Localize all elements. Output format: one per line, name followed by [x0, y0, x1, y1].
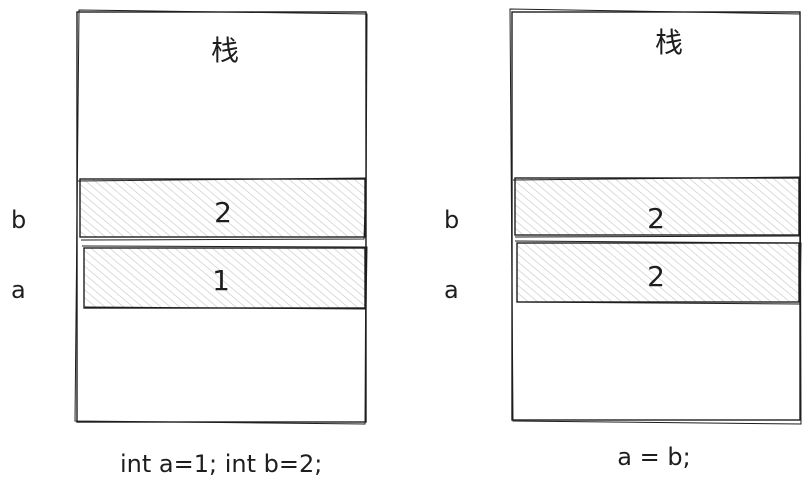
stack-after-frame-sketch: [509, 8, 802, 425]
stack-after: 栈 2 b 2 a a = b;: [444, 8, 802, 471]
slot-b-value: 2: [214, 196, 232, 229]
slot-a-name: a: [11, 276, 26, 304]
slot-a-cell: [83, 247, 366, 309]
stack-after-slot-b: 2: [512, 176, 801, 238]
slot-b-cell-sketch: [77, 177, 367, 241]
slot-a-cell-sketch: [81, 245, 368, 310]
slot-a-cell: [516, 242, 800, 303]
slot-b-value: 2: [647, 202, 665, 235]
slot-b-cell: [514, 177, 800, 236]
stack-before: 栈 2 b 1 a int a=1; int b=2;: [11, 9, 368, 478]
stack-after-title: 栈: [655, 26, 683, 59]
stack-before-title: 栈: [211, 34, 239, 67]
slot-a-value: 2: [647, 260, 665, 293]
slot-a-cell-sketch: [514, 240, 802, 305]
slot-b-cell: [79, 178, 366, 238]
slot-b-name: b: [11, 206, 26, 234]
stack-after-slot-a: 2: [514, 240, 802, 305]
slot-b-cell-sketch: [512, 176, 801, 238]
stack-after-caption: a = b;: [617, 443, 690, 471]
stack-before-slot-b: 2: [77, 177, 367, 241]
slot-a-name: a: [444, 276, 459, 304]
slot-b-name: b: [444, 206, 459, 234]
stack-before-frame-sketch: [74, 9, 368, 425]
stack-before-caption: int a=1; int b=2;: [120, 450, 322, 478]
slot-a-value: 1: [212, 264, 230, 297]
stack-before-slot-a: 1: [81, 245, 368, 310]
